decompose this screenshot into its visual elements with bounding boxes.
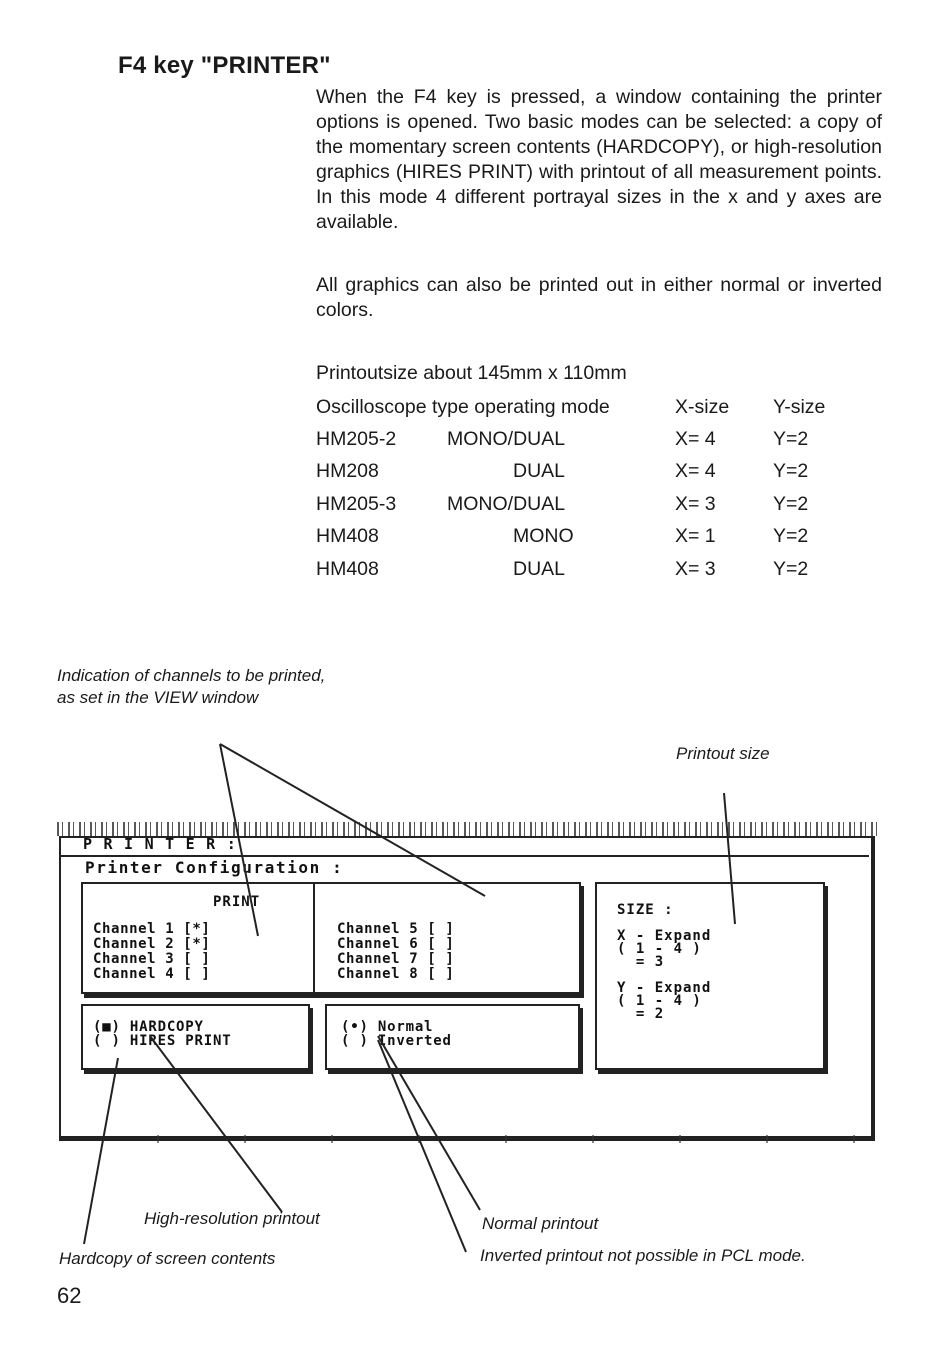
channels-panel-divider: [313, 884, 315, 992]
title-divider: [59, 855, 869, 857]
table-cell-y: Y=2: [773, 460, 809, 483]
bottom-tick-marks: [157, 1135, 857, 1143]
table-cell-mode: MONO/DUAL: [447, 492, 566, 515]
caption-high-resolution: High-resolution printout: [144, 1209, 320, 1228]
table-cell-model: HM408: [316, 525, 379, 548]
channel-list-right[interactable]: Channel 5 [ ] Channel 6 [ ] Channel 7 [ …: [337, 921, 455, 982]
table-cell-mode: DUAL: [513, 460, 566, 483]
caption-hardcopy: Hardcopy of screen contents: [59, 1249, 276, 1268]
print-mode-options[interactable]: (■) HARDCOPY ( ) HIRES PRINT: [93, 1019, 232, 1049]
header-type: Oscilloscope type: [316, 395, 469, 418]
config-title: Printer Configuration :: [85, 858, 344, 877]
colors-paragraph: All graphics can also be printed out in …: [316, 274, 882, 321]
color-mode-options[interactable]: (•) Normal ( ) Inverted: [341, 1019, 452, 1049]
caption-inverted: Inverted printout not possible in PCL mo…: [480, 1246, 806, 1265]
table-cell-x: X= 3: [675, 492, 716, 515]
table-cell-x: X= 3: [675, 557, 716, 580]
table-cell-mode: MONO: [513, 525, 574, 548]
table-row: HM208 DUAL X= 4 Y=2: [316, 456, 825, 488]
table-cell-x: X= 4: [675, 460, 716, 483]
table-row: HM408 DUAL X= 3 Y=2: [316, 553, 825, 585]
header-y-size: Y-size: [773, 395, 826, 418]
print-heading: PRINT: [213, 894, 261, 910]
table-cell-x: X= 4: [675, 428, 716, 451]
size-settings[interactable]: SIZE : X - Expand ( 1 - 4 ) = 3 Y - Expa…: [617, 902, 712, 1022]
channel-list-left[interactable]: Channel 1 [*] Channel 2 [*] Channel 3 [ …: [93, 921, 211, 982]
table-cell-y: Y=2: [773, 428, 809, 451]
intro-paragraph: When the F4 key is pressed, a window con…: [316, 86, 882, 233]
table-cell-model: HM208: [316, 460, 379, 483]
table-row: HM408 MONO X= 1 Y=2: [316, 521, 825, 553]
table-cell-y: Y=2: [773, 492, 809, 515]
window-top-border: [57, 822, 877, 836]
caption-channels-indication: Indication of channels to be printed, as…: [57, 666, 326, 707]
table-cell-x: X= 1: [675, 525, 716, 548]
printout-size-note: Printoutsize about 145mm x 110mm: [316, 362, 627, 384]
oscilloscope-size-table: Oscilloscope type operating mode X-size …: [316, 391, 825, 585]
printer-window-screenshot: PRINTER: Printer Configuration : PRINT C…: [57, 822, 877, 1143]
table-cell-y: Y=2: [773, 557, 809, 580]
table-cell-y: Y=2: [773, 525, 809, 548]
table-cell-model: HM205-3: [316, 492, 397, 515]
caption-normal-printout: Normal printout: [482, 1214, 599, 1233]
size-panel: SIZE : X - Expand ( 1 - 4 ) = 3 Y - Expa…: [595, 882, 825, 1070]
color-mode-panel: (•) Normal ( ) Inverted: [325, 1004, 580, 1070]
table-cell-model: HM408: [316, 557, 379, 580]
table-row: HM205-3 MONO/DUAL X= 3 Y=2: [316, 488, 825, 520]
window-title: PRINTER:: [83, 835, 248, 853]
table-header-row: Oscilloscope type operating mode X-size …: [316, 391, 825, 423]
caption-printout-size: Printout size: [676, 744, 770, 763]
table-row: HM205-2 MONO/DUAL X= 4 Y=2: [316, 423, 825, 455]
channels-panel: PRINT Channel 1 [*] Channel 2 [*] Channe…: [81, 882, 581, 994]
section-heading: F4 key "PRINTER": [118, 52, 331, 79]
table-cell-model: HM205-2: [316, 428, 397, 451]
table-cell-mode: MONO/DUAL: [447, 428, 566, 451]
header-x-size: X-size: [675, 395, 730, 418]
table-cell-mode: DUAL: [513, 557, 566, 580]
header-mode: operating mode: [474, 395, 610, 418]
print-mode-panel: (■) HARDCOPY ( ) HIRES PRINT: [81, 1004, 310, 1070]
page-number: 62: [57, 1283, 82, 1308]
